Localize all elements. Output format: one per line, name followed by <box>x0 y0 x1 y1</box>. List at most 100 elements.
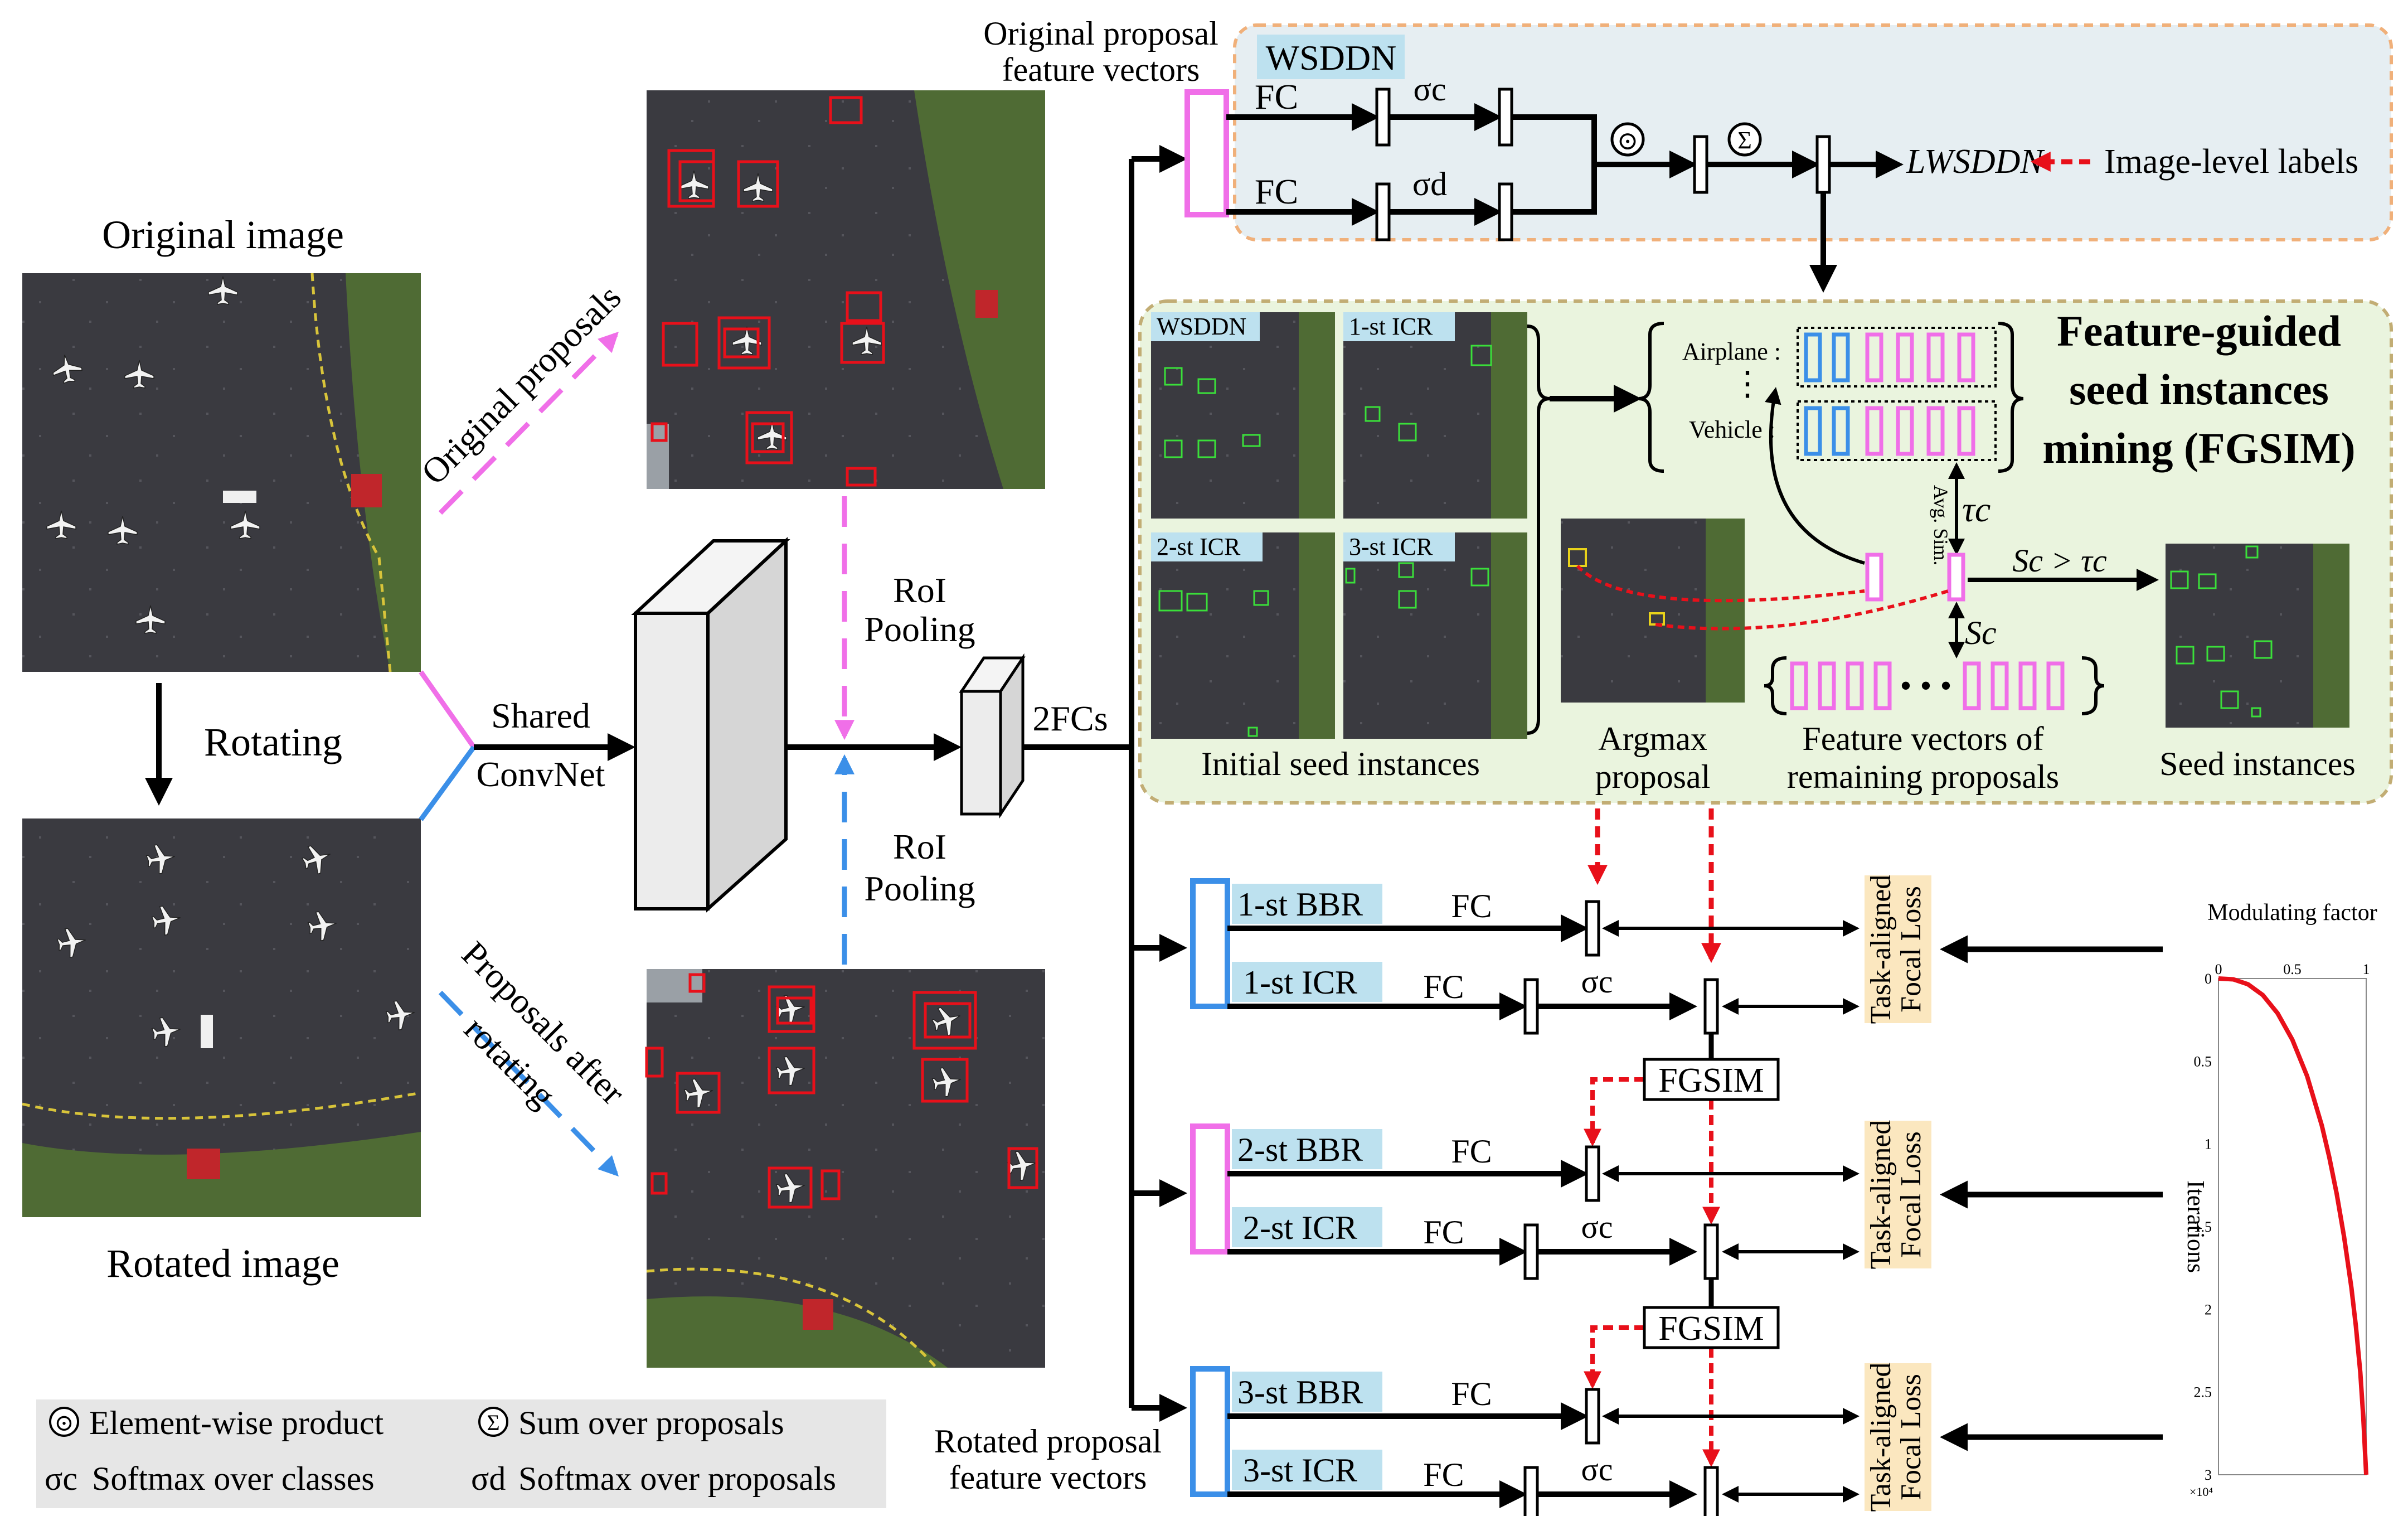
argmax-label-1: Argmax <box>1598 720 1707 757</box>
stage-1-icr-label: 1-st ICR <box>1243 964 1357 1001</box>
stage-1-loss-box <box>1865 875 1931 1023</box>
legend-sc-symbol: σc <box>45 1460 77 1497</box>
stage-2-icr-bg <box>1232 1207 1382 1247</box>
rotated-feature-label-2: feature vectors <box>949 1459 1147 1496</box>
panel-icr2-label: 2-st ICR <box>1157 533 1241 560</box>
original-proposals-arrow <box>438 331 619 515</box>
stage-3-fc-bottom: FC <box>1423 1456 1464 1493</box>
wsddn-fc2: FC <box>1255 172 1298 211</box>
vehicle-feature-bank <box>1797 400 1997 461</box>
image-labels: Image-level labels <box>2104 143 2358 181</box>
roi-top-label-1: RoI <box>893 570 946 610</box>
seed-panel-icr2 <box>1151 532 1335 739</box>
roi-bottom-label-2: Pooling <box>864 869 975 908</box>
fcs-label: 2FCs <box>1032 699 1108 738</box>
stage-3-icr-vector-a <box>1523 1466 1539 1516</box>
stage-1-bbr-vector <box>1585 900 1600 957</box>
stage-1-loss-label-1: Task-aligned <box>1865 875 1897 1024</box>
airplane-label: Airplane : <box>1682 338 1781 365</box>
stage-3-icr-bg <box>1232 1450 1382 1490</box>
seed-instances-label: Seed instances <box>2159 745 2356 782</box>
stage-2-sigma: σc <box>1581 1209 1613 1245</box>
original-proposals-label: Original proposals <box>414 277 629 492</box>
chart-y-tick-1: 0.5 <box>2194 1053 2212 1069</box>
stage-2-fc-bottom: FC <box>1423 1214 1464 1251</box>
panel-wsddn-bg <box>1151 312 1260 341</box>
legend-odot-symbol: ⊙ <box>54 1411 74 1436</box>
fgsim-title-2: seed instances <box>2069 365 2329 414</box>
sum-icon <box>1727 122 1762 157</box>
stage-3-bbr-label: 3-st BBR <box>1237 1374 1363 1411</box>
remaining-label-2: remaining proposals <box>1787 758 2059 795</box>
rotated-image-title: Rotated image <box>106 1241 339 1286</box>
stage-3-bbr-bg <box>1232 1372 1382 1412</box>
stage-1-fc-top: FC <box>1451 888 1492 924</box>
odot-symbol: ⊙ <box>1617 127 1639 155</box>
fgsim-box-1 <box>1643 1058 1780 1101</box>
sc-label: Sc <box>1965 614 1997 651</box>
chart-series-line-0 <box>2218 976 2368 1475</box>
wsddn-vec-2b <box>1498 182 1513 241</box>
seed-instances-image <box>2166 544 2349 728</box>
rotated-feature-label-1: Rotated proposal <box>934 1423 1162 1460</box>
stage-1-icr-bg <box>1232 962 1382 1002</box>
argmax-label-2: proposal <box>1595 758 1711 795</box>
argmax-proposal-image <box>1561 519 1745 703</box>
fgsim-title-1: Feature-guided <box>2057 307 2341 355</box>
panel-icr2-bg <box>1151 532 1263 561</box>
stage-1-loss-label-2: Focal Loss <box>1895 886 1927 1013</box>
chart-frame <box>2218 978 2367 1475</box>
wsddn-title-bg <box>1257 35 1405 79</box>
legend-odot-icon <box>49 1407 79 1437</box>
stage-3-icr-vector-b <box>1703 1466 1719 1516</box>
rotating-label: Rotating <box>204 720 342 764</box>
rotated-proposals-arrow <box>438 990 619 1177</box>
wsddn-vec-1b <box>1498 88 1513 147</box>
classes-brace-left <box>1638 322 1664 473</box>
stage-1-icr-vector-b <box>1703 978 1719 1035</box>
wsddn-vec-2a <box>1375 182 1391 241</box>
roi-bottom-label-1: RoI <box>893 827 946 866</box>
original-feature-vector <box>1184 89 1229 217</box>
chart-y-tick-5: 2.5 <box>2194 1384 2212 1401</box>
chart-ylabel: Iterations <box>2182 1180 2210 1273</box>
shared-label: Shared <box>491 696 590 735</box>
stage-3-loss-box <box>1865 1363 1931 1511</box>
fgsim-1-to-bbr-arrow <box>1584 1077 1644 1147</box>
rotated-image <box>22 818 421 1217</box>
chart-y-tick-3: 1.5 <box>2194 1219 2212 1235</box>
wsddn-container <box>1233 23 2393 241</box>
fgsim-box-2 <box>1643 1306 1780 1349</box>
svg-text:• • •: • • • <box>1900 667 1951 704</box>
wsddn-sigma-d: σd <box>1412 166 1447 202</box>
seed-panel-wsddn <box>1151 312 1335 519</box>
chart-x-tick-2: 1 <box>2363 961 2370 977</box>
wsddn-title: WSDDN <box>1266 38 1397 78</box>
fgsim-box-2-label: FGSIM <box>1658 1310 1764 1348</box>
stage-3-loss-label-2: Focal Loss <box>1895 1374 1927 1500</box>
stage-2-fc-top: FC <box>1451 1133 1492 1170</box>
chart-y-tick-0: 0 <box>2205 971 2212 987</box>
sum-symbol: Σ <box>1737 127 1752 154</box>
stage-2-bbr-label: 2-st BBR <box>1237 1131 1363 1168</box>
panel-icr1-label: 1-st ICR <box>1349 313 1433 340</box>
stage-3-bbr-vector <box>1585 1388 1600 1445</box>
fcs-block <box>959 653 1026 819</box>
stage-3-sigma: σc <box>1581 1451 1613 1488</box>
original-feature-label-2: feature vectors <box>1002 51 1200 88</box>
legend-sum-icon <box>478 1407 508 1437</box>
original-proposals-image <box>647 90 1045 489</box>
stage-2-bbr-bg <box>1232 1129 1382 1169</box>
seed-panel-icr1 <box>1343 312 1527 519</box>
initial-seed-label: Initial seed instances <box>1201 745 1480 782</box>
chart-y-tick-6: 3 <box>2205 1467 2212 1483</box>
argmax-feature-vector <box>1865 553 1883 602</box>
classes-brace-right <box>1998 322 2024 473</box>
wsddn-sigma-c: σc <box>1414 71 1446 108</box>
